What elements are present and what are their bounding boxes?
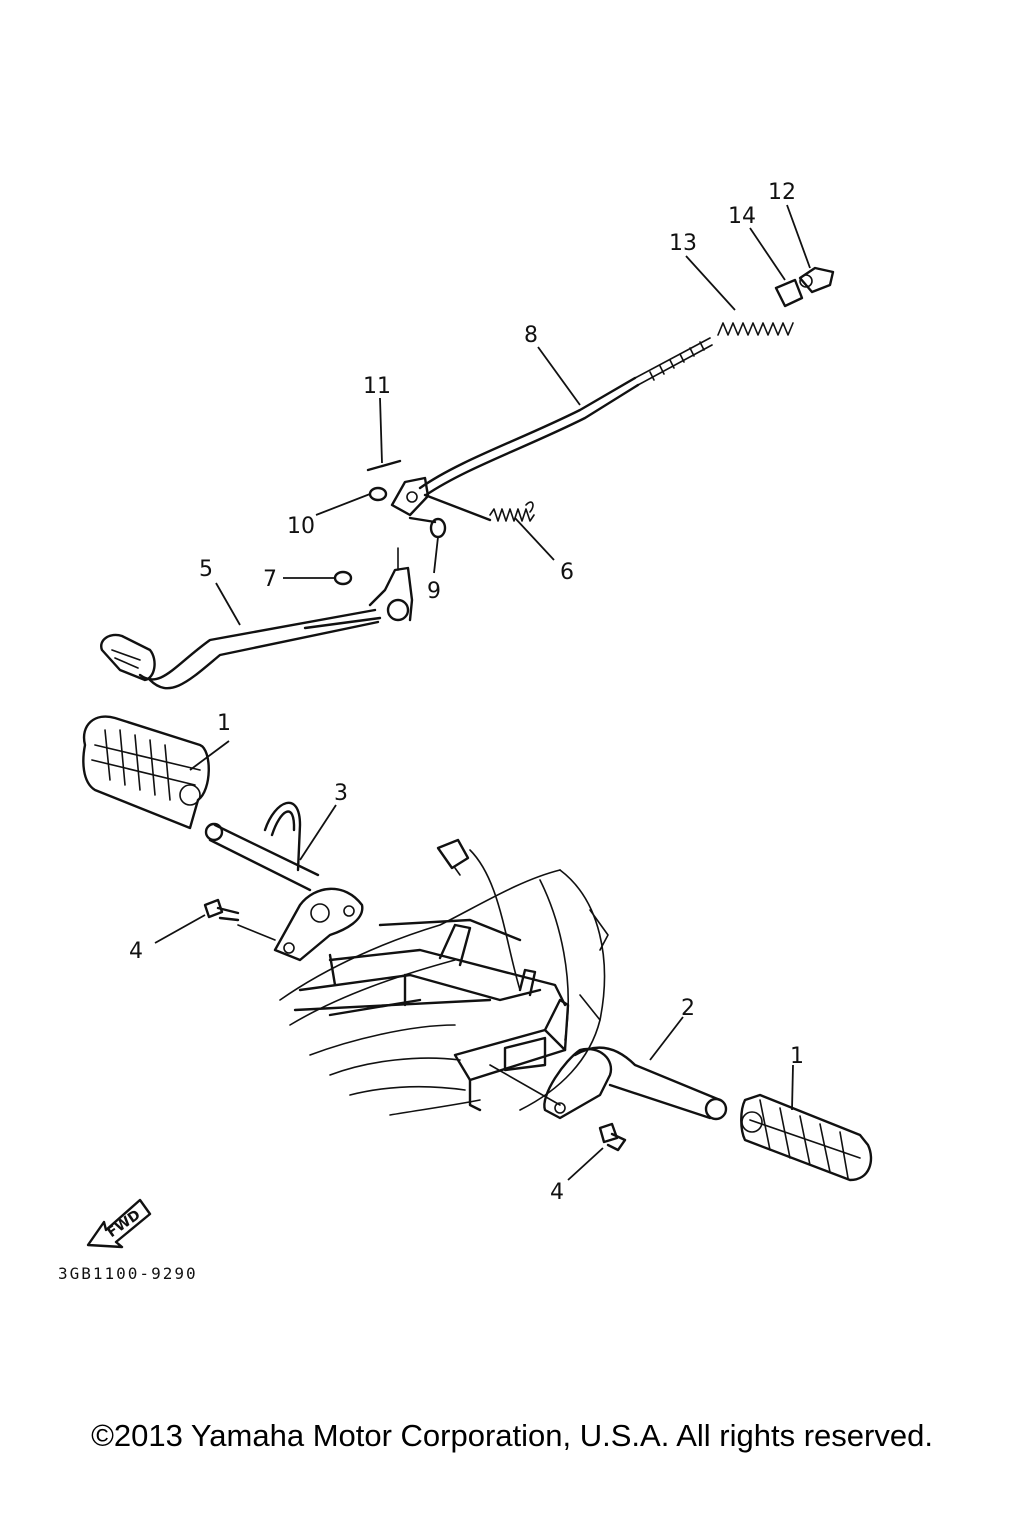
footrest-rubber-right [740, 1093, 873, 1182]
footrest-bracket-left [204, 801, 364, 962]
washer-7 [333, 570, 353, 586]
fwd-arrow-icon: FWD [86, 1198, 152, 1249]
drawing-code: 3GB1100-9290 [58, 1264, 198, 1283]
bolt-right [598, 1122, 627, 1152]
brake-pedal [100, 547, 414, 690]
footrest-rubber-left [82, 715, 210, 830]
rod-spring [717, 322, 794, 336]
callout-10: 10 [287, 514, 315, 539]
callout-12: 12 [768, 180, 796, 205]
callout-3: 3 [334, 781, 348, 806]
callout-5: 5 [199, 557, 213, 582]
bolt-left [203, 898, 276, 941]
callout-6: 6 [560, 560, 574, 585]
callout-7: 7 [263, 567, 277, 592]
rod-clevis [390, 476, 430, 517]
callout-13: 13 [669, 231, 697, 256]
callout-11: 11 [363, 374, 391, 399]
return-spring [423, 493, 535, 522]
callout-2: 2 [681, 996, 695, 1021]
brake-rod [418, 337, 713, 497]
callout-8: 8 [524, 323, 538, 348]
callout-1-left: 1 [217, 711, 231, 736]
footrest-bracket-right [489, 1046, 728, 1121]
leader-lines [154, 204, 811, 1181]
clevis-pin [408, 516, 447, 539]
callout-4-left: 4 [129, 939, 143, 964]
frame-outline [279, 838, 609, 1116]
collar [774, 278, 804, 308]
washer-10 [368, 486, 388, 502]
callout-14: 14 [728, 204, 756, 229]
callout-1-right: 1 [790, 1044, 804, 1069]
cotter-pin [366, 459, 402, 472]
copyright-notice: ©2013 Yamaha Motor Corporation, U.S.A. A… [91, 1418, 933, 1453]
callout-9: 9 [427, 579, 441, 604]
adjusting-nut [798, 266, 835, 294]
callout-4-right: 4 [550, 1180, 564, 1205]
